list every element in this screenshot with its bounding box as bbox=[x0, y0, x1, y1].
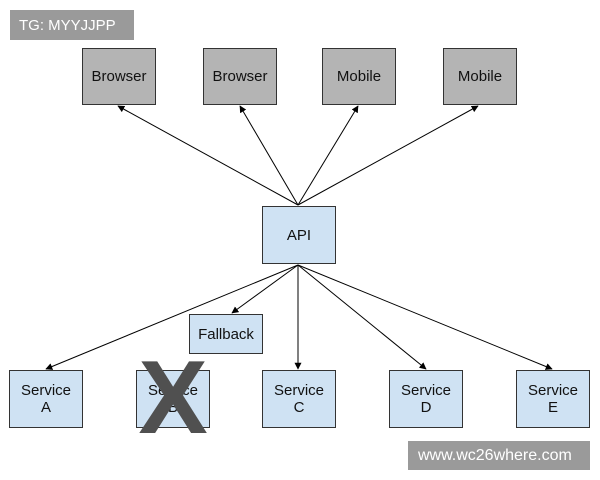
edge-api-to-service-e bbox=[297, 264, 553, 370]
watermark-bottom: www.wc26where.com bbox=[408, 441, 590, 470]
service-node-d: Service D bbox=[389, 370, 463, 428]
edge-api-to-mobile-2 bbox=[297, 105, 479, 206]
client-node-mobile-2: Mobile bbox=[443, 48, 517, 105]
client-node-mobile-1: Mobile bbox=[322, 48, 396, 105]
edge-api-to-browser-2 bbox=[239, 105, 299, 206]
fallback-node: Fallback bbox=[189, 314, 263, 354]
client-label: Browser bbox=[91, 68, 147, 85]
client-node-browser-2: Browser bbox=[203, 48, 277, 105]
client-node-browser-1: Browser bbox=[82, 48, 156, 105]
api-label: API bbox=[286, 226, 312, 244]
service-node-b: Service B bbox=[136, 370, 210, 428]
edge-api-to-service-d bbox=[297, 264, 427, 370]
client-label: Browser bbox=[212, 68, 268, 85]
service-label: Service E bbox=[527, 382, 579, 416]
fallback-label: Fallback bbox=[198, 325, 254, 343]
failure-x-mark: X bbox=[138, 340, 208, 456]
service-label: Service D bbox=[400, 382, 452, 416]
service-node-e: Service E bbox=[516, 370, 590, 428]
edge-api-to-fallback bbox=[231, 264, 299, 314]
edge-api-to-mobile-1 bbox=[297, 105, 359, 206]
service-label: Service A bbox=[20, 382, 72, 416]
client-label: Mobile bbox=[336, 68, 382, 85]
service-node-c: Service C bbox=[262, 370, 336, 428]
edge-api-to-browser-1 bbox=[117, 105, 299, 206]
service-label: Service C bbox=[273, 382, 325, 416]
service-label: Service B bbox=[147, 382, 199, 416]
client-label: Mobile bbox=[457, 68, 503, 85]
service-node-a: Service A bbox=[9, 370, 83, 428]
api-node: API bbox=[262, 206, 336, 264]
watermark-top: TG: MYYJJPP bbox=[10, 10, 134, 40]
edge-api-to-service-a bbox=[45, 264, 299, 370]
